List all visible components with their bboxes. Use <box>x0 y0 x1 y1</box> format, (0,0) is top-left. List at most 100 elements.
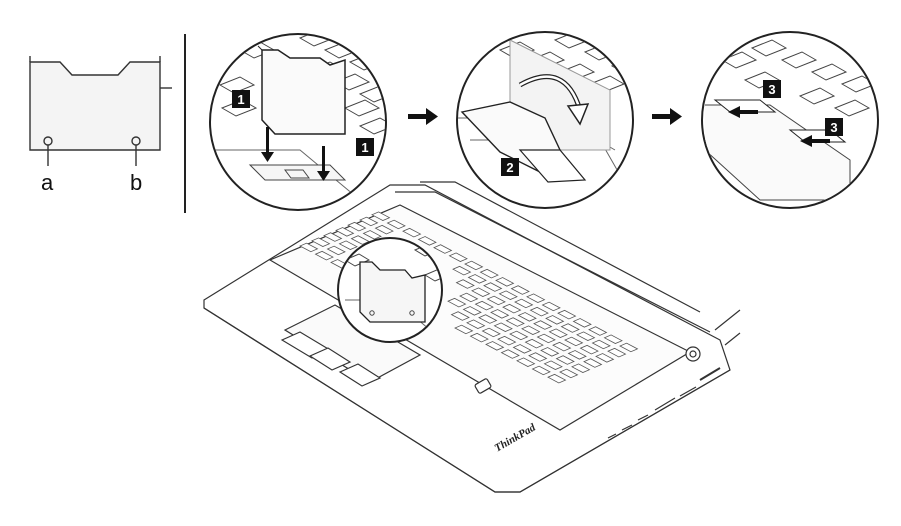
keycap <box>448 252 468 262</box>
keycap <box>452 265 472 276</box>
keycap <box>362 230 382 240</box>
keycap <box>464 260 484 271</box>
keycap <box>459 292 479 303</box>
plate-part-illustration <box>29 56 172 166</box>
slide-arrow-icon <box>728 106 830 147</box>
keycap <box>454 324 474 335</box>
step-badge-3a: 3 <box>763 80 781 98</box>
keycap <box>497 335 517 346</box>
keycap <box>529 306 549 317</box>
keycap <box>490 309 510 319</box>
keycap <box>579 344 599 355</box>
detail-circle-1 <box>209 33 387 211</box>
keycap <box>326 245 346 256</box>
keycap <box>450 311 470 321</box>
keycap <box>486 295 506 306</box>
detail-circle-3 <box>701 31 879 209</box>
keycap <box>533 320 553 330</box>
keycap <box>552 341 572 352</box>
keycap <box>557 309 577 320</box>
keycap <box>481 327 501 338</box>
svg-text:2: 2 <box>506 160 513 175</box>
step-badge-1b: 1 <box>356 138 374 156</box>
keycap <box>517 312 537 322</box>
keycap <box>455 279 475 289</box>
keycap <box>338 240 358 250</box>
keycap <box>510 285 530 295</box>
keycap <box>514 298 534 309</box>
svg-text:1: 1 <box>237 92 244 107</box>
keycap <box>541 301 561 312</box>
keycap <box>547 373 567 384</box>
label-a: a <box>41 170 54 195</box>
keycap <box>479 268 499 279</box>
svg-text:3: 3 <box>768 82 775 97</box>
keycap <box>467 274 487 284</box>
keycap <box>543 360 563 370</box>
keycap <box>505 317 525 327</box>
keycap <box>559 368 579 379</box>
keycap <box>474 300 494 311</box>
step-badge-1a: 1 <box>232 90 250 108</box>
keycap <box>495 277 515 287</box>
keycap <box>502 303 522 314</box>
keycap <box>299 242 319 253</box>
keycap <box>576 331 596 341</box>
keycap <box>560 323 580 333</box>
keycap <box>386 219 406 230</box>
keycap <box>591 339 611 350</box>
keycap <box>567 350 587 360</box>
keycap <box>603 334 623 344</box>
keycap <box>521 325 541 335</box>
down-arrow-icon <box>261 127 330 181</box>
keycap <box>485 341 505 351</box>
keycap <box>548 328 568 338</box>
keycap <box>536 333 556 344</box>
keycap <box>583 358 603 368</box>
svg-text:3: 3 <box>830 120 837 135</box>
keycap <box>524 338 544 349</box>
arrow-right-icon <box>408 108 438 125</box>
keycap <box>540 347 560 357</box>
keycap <box>500 349 520 359</box>
keycap <box>374 224 394 235</box>
keycap <box>469 332 489 343</box>
keycap <box>417 236 437 246</box>
laptop-keyboard <box>299 211 639 384</box>
keycap <box>526 293 546 303</box>
keycap <box>466 319 486 329</box>
keycap <box>347 221 367 232</box>
arrow-right-icon <box>652 108 682 125</box>
keycap <box>471 287 491 297</box>
keycap <box>571 363 591 373</box>
rotate-arrow-icon <box>518 74 590 126</box>
detail-circle-2 <box>456 31 634 209</box>
keycap <box>402 227 422 238</box>
keycap <box>311 237 331 247</box>
keycap <box>595 353 615 363</box>
keycap <box>335 227 355 237</box>
keycap <box>462 306 482 316</box>
keycap <box>493 322 513 332</box>
step-badge-2: 2 <box>501 158 519 176</box>
keycap <box>531 365 551 376</box>
keyboard-keys <box>720 39 877 117</box>
keycap <box>509 330 529 341</box>
keycap <box>528 352 548 362</box>
keycap <box>483 282 503 292</box>
keycap <box>588 326 608 336</box>
step-badge-3b: 3 <box>825 118 843 136</box>
keycap <box>516 357 536 367</box>
keycap <box>447 297 467 308</box>
detail-circle-laptop-inset <box>337 237 443 343</box>
keycap <box>619 342 639 353</box>
keycap <box>433 244 453 254</box>
keycap <box>359 216 379 227</box>
keycap <box>314 250 334 261</box>
keycap <box>564 336 584 347</box>
keycap <box>555 355 575 365</box>
label-b: b <box>130 170 142 195</box>
keycap <box>371 211 391 221</box>
keycap <box>498 290 518 300</box>
